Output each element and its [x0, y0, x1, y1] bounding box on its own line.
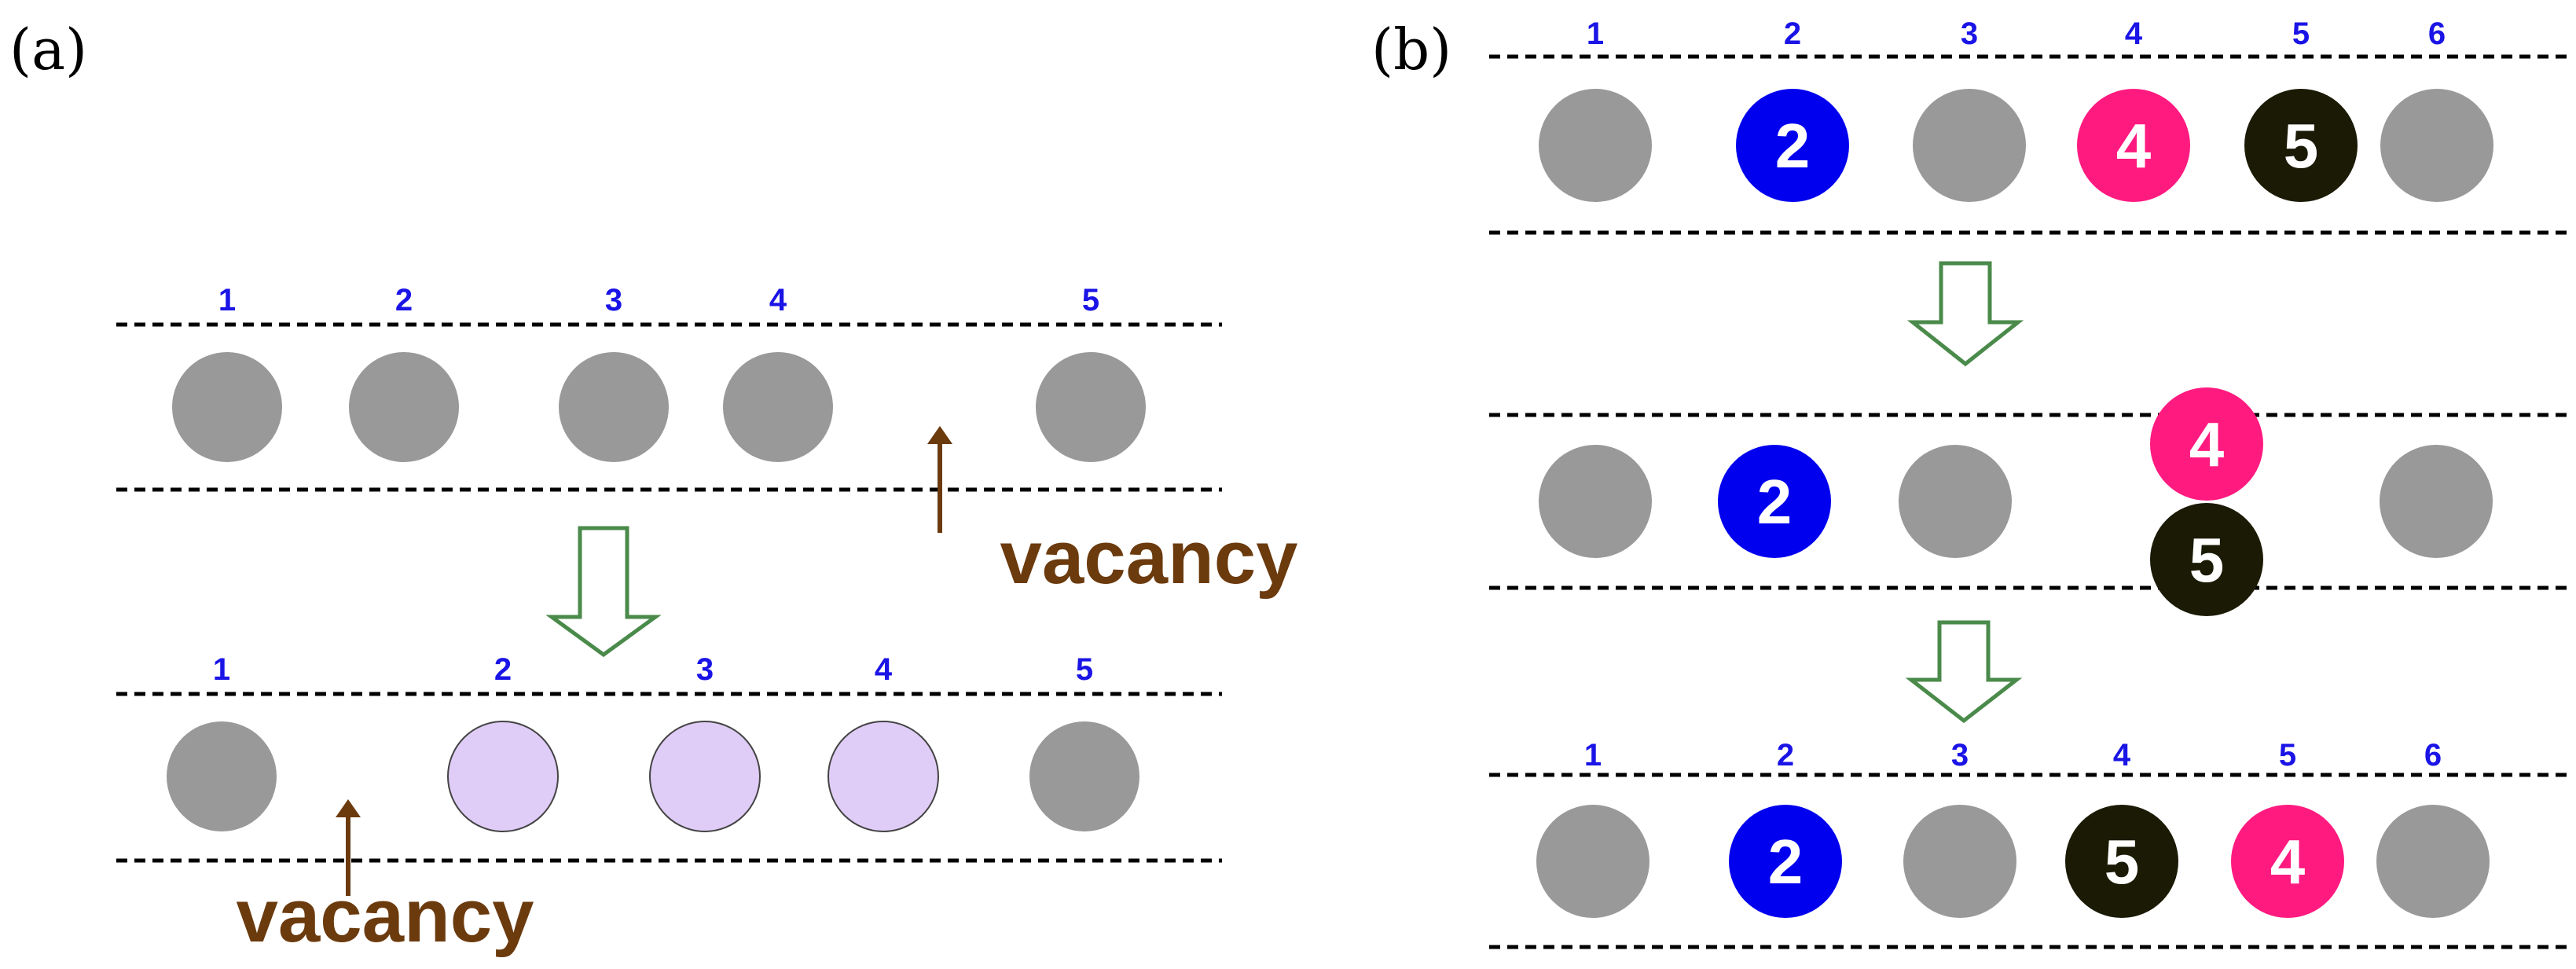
site-number: 1 [1584, 738, 1602, 773]
particle [1029, 721, 1139, 831]
site-number: 3 [605, 283, 622, 317]
particle [2380, 445, 2493, 558]
moved-particle [447, 721, 559, 832]
panel-a-row-2: 1 2 3 4 5 vacancy [116, 652, 1222, 958]
particle [1539, 445, 1652, 558]
panel-a-label: (a) [9, 17, 87, 83]
site-number: 2 [1784, 17, 1801, 51]
site-number: 5 [1076, 652, 1093, 687]
vacancy-label: vacancy [237, 874, 534, 958]
particle-5 [2065, 805, 2178, 918]
panel-b-row-2: 2 4 5 [1489, 387, 2570, 616]
particle-number: 4 [2189, 409, 2225, 479]
particle [2376, 805, 2490, 918]
site-number: 5 [1082, 283, 1099, 317]
particle-number: 5 [2189, 525, 2225, 595]
transition-arrow [1906, 261, 2024, 367]
vacancy-label: vacancy [1000, 516, 1298, 600]
transition-arrow [1905, 620, 2023, 724]
particle-2 [1736, 89, 1849, 202]
particle [1536, 805, 1649, 918]
panel-a: (a) 1 2 3 4 5 vacancy 1 [9, 17, 1297, 958]
site-number: 4 [2125, 17, 2143, 51]
particle-4 [2231, 805, 2344, 918]
site-number: 3 [696, 652, 714, 687]
particle [559, 352, 669, 462]
moved-particle [649, 721, 761, 832]
panel-a-row-1: 1 2 3 4 5 vacancy [116, 283, 1297, 600]
particle [1913, 89, 2026, 202]
particle [167, 721, 277, 831]
site-number: 4 [2113, 738, 2131, 773]
site-number: 2 [395, 283, 413, 317]
particle [723, 352, 833, 462]
vacancy-arrow [336, 799, 361, 896]
vacancy-arrow [927, 426, 952, 533]
particle [1899, 445, 2012, 558]
particle [1903, 805, 2016, 918]
particle-number: 4 [2116, 111, 2152, 181]
site-number: 4 [769, 283, 787, 317]
particle [172, 352, 282, 462]
site-number: 3 [1951, 738, 1969, 773]
particle-number: 2 [1768, 827, 1804, 897]
particle-number: 2 [1757, 467, 1793, 537]
particle-5 [2150, 503, 2263, 616]
site-number: 1 [218, 283, 236, 317]
particle [349, 352, 459, 462]
transition-arrow [545, 526, 662, 658]
panel-b-label: (b) [1371, 17, 1451, 83]
site-number: 6 [2424, 738, 2442, 773]
site-number: 3 [1961, 17, 1978, 51]
site-number: 1 [213, 652, 230, 687]
particle-number: 2 [1775, 111, 1811, 181]
site-number: 2 [1777, 738, 1794, 773]
panel-b-row-3: 1 2 3 4 5 6 2 5 4 [1489, 738, 2570, 949]
particle-number: 5 [2104, 827, 2140, 897]
site-number: 1 [1587, 17, 1604, 51]
site-number: 5 [2292, 17, 2310, 51]
site-number: 6 [2428, 17, 2446, 51]
particle-number: 5 [2284, 111, 2319, 181]
particle [1539, 89, 1652, 202]
particle-4 [2077, 89, 2190, 202]
particle-2 [1718, 445, 1831, 558]
particle-2 [1729, 805, 1842, 918]
particle [2380, 89, 2493, 202]
panel-b-row-1: 1 2 3 4 5 6 2 4 5 [1489, 17, 2570, 235]
site-number: 4 [875, 652, 893, 687]
particle-4 [2150, 387, 2263, 501]
site-number: 2 [494, 652, 512, 687]
particle-number: 4 [2270, 827, 2306, 897]
moved-particle [827, 721, 939, 832]
site-number: 5 [2279, 738, 2296, 773]
particle [1036, 352, 1146, 462]
panel-b: (b) 1 2 3 4 5 6 2 4 5 [1371, 17, 2570, 949]
particle-5 [2244, 89, 2358, 202]
